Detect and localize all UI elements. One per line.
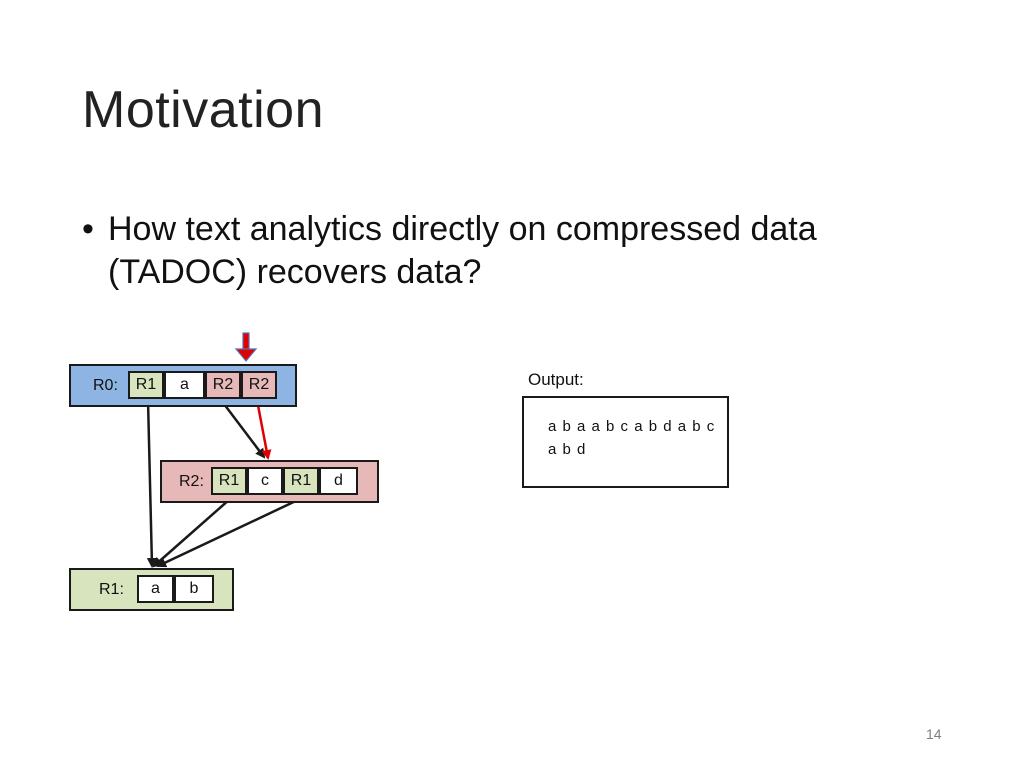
rule-r2-cell-4: d <box>319 467 358 495</box>
rule-r2-label: R2: <box>179 472 204 490</box>
rule-r1-cell-2: b <box>174 575 214 603</box>
output-line-2: a b d <box>548 441 587 458</box>
rule-r2: R2: R1 c R1 d <box>160 460 379 503</box>
bullet-item: • How text analytics directly on compres… <box>82 208 902 294</box>
rule-r2-cell-1: R1 <box>211 467 247 495</box>
bullet-dot: • <box>82 210 94 248</box>
rule-r0-label: R0: <box>93 376 118 394</box>
rule-r1-label: R1: <box>99 580 124 598</box>
rule-r1-cell-1: a <box>137 575 174 603</box>
rule-r2-cell-2: c <box>247 467 283 495</box>
arrow-r0-r2b-to-r2-active <box>255 399 272 460</box>
rule-r1: R1: a b <box>69 568 234 611</box>
arrow-r0-r2-to-r2 <box>220 399 266 459</box>
rule-r0-cell-3: R2 <box>205 371 241 399</box>
rule-r0-cell-1: R1 <box>128 371 164 399</box>
arrow-r2-r1b-to-r1 <box>156 497 301 568</box>
traversal-pointer-icon <box>234 332 258 362</box>
slide-title: Motivation <box>82 81 324 139</box>
rule-r0-cell-2: a <box>164 371 205 399</box>
output-label: Output: <box>528 370 584 389</box>
rule-r0: R0: R1 a R2 R2 <box>69 364 297 407</box>
arrow-r2-r1-to-r1 <box>152 498 231 568</box>
arrow-r0-r1-to-r1 <box>146 399 157 568</box>
rule-r2-cell-3: R1 <box>283 467 319 495</box>
output-line-1: a b a a b c a b d a b c <box>548 418 716 435</box>
bullet-text: How text analytics directly on compresse… <box>108 210 817 291</box>
page-number: 14 <box>926 726 942 742</box>
output-box: a b a a b c a b d a b c a b d <box>522 396 729 488</box>
rule-r0-cell-4: R2 <box>241 371 277 399</box>
